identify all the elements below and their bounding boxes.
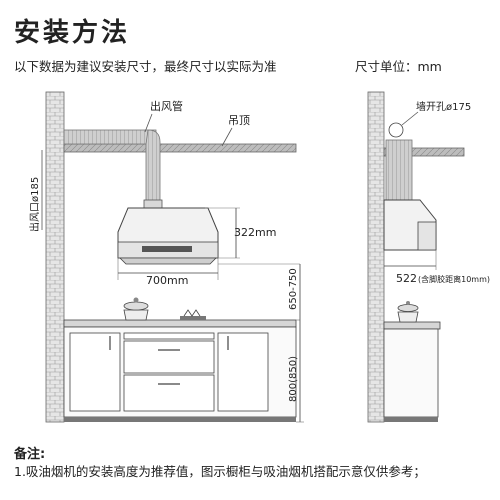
depth-note: (含脚胶距离10mm) bbox=[418, 274, 490, 284]
right-cabinet-base bbox=[384, 417, 438, 422]
left-hood-control-strip bbox=[142, 246, 192, 252]
page-title: 安装方法 bbox=[14, 18, 131, 48]
right-hood-front bbox=[417, 221, 437, 251]
left-burner-icon bbox=[180, 309, 206, 320]
left-cabinet-drawer-top bbox=[123, 332, 215, 340]
duct-label: 出风管 bbox=[150, 99, 183, 113]
cabinet-height-label: 800(850) bbox=[288, 356, 299, 402]
wall-hole-leader bbox=[401, 111, 419, 126]
left-cabinet-door-2 bbox=[217, 332, 269, 412]
notes-heading: 备注: bbox=[14, 447, 46, 462]
left-elevation-view: 出风口ø185 出风管 吊顶 322mm 700mm bbox=[28, 91, 304, 423]
depth-label: 522 bbox=[396, 272, 417, 285]
hood-height-label: 322mm bbox=[234, 226, 276, 239]
right-pot-icon bbox=[397, 301, 419, 323]
outlet-label: 出风口ø185 bbox=[28, 177, 41, 232]
right-side-view: 墙开孔ø175 522 (含脚胶距离10mm) bbox=[367, 91, 490, 423]
left-pot-icon bbox=[123, 297, 149, 321]
right-cabinet bbox=[383, 328, 439, 418]
left-cabinet-drawer-bottom bbox=[123, 374, 215, 412]
left-hood-underside bbox=[119, 257, 217, 265]
left-duct-elbow bbox=[145, 129, 161, 206]
ceiling-label: 吊顶 bbox=[228, 114, 250, 127]
wall-hole-icon bbox=[388, 122, 404, 138]
left-wall bbox=[45, 91, 65, 423]
left-cabinet-door-1 bbox=[69, 332, 121, 412]
stove-gap-label: 650-750 bbox=[288, 268, 299, 310]
notes-line-1: 1.吸油烟机的安装高度为推荐值，图示橱柜与吸油烟机搭配示意仅供参考； bbox=[14, 464, 426, 479]
left-cabinet-drawer-mid bbox=[123, 340, 215, 374]
wall-hole-label: 墙开孔ø175 bbox=[416, 100, 471, 113]
right-countertop bbox=[383, 321, 441, 330]
right-duct bbox=[385, 139, 413, 201]
ceiling-leader bbox=[221, 127, 233, 147]
hood-width-label: 700mm bbox=[146, 274, 188, 287]
left-ceiling bbox=[63, 143, 297, 153]
left-countertop bbox=[63, 319, 297, 328]
right-ceiling bbox=[383, 147, 465, 157]
left-duct-horizontal bbox=[63, 129, 157, 145]
right-wall bbox=[367, 91, 385, 423]
unit-label: 尺寸单位：mm bbox=[355, 59, 442, 74]
duct-leader bbox=[144, 113, 153, 133]
left-cabinet-base bbox=[64, 417, 296, 422]
left-hood-chimney bbox=[143, 199, 163, 209]
page-subtitle: 以下数据为建议安装尺寸，最终尺寸以实际为准 bbox=[14, 59, 277, 74]
